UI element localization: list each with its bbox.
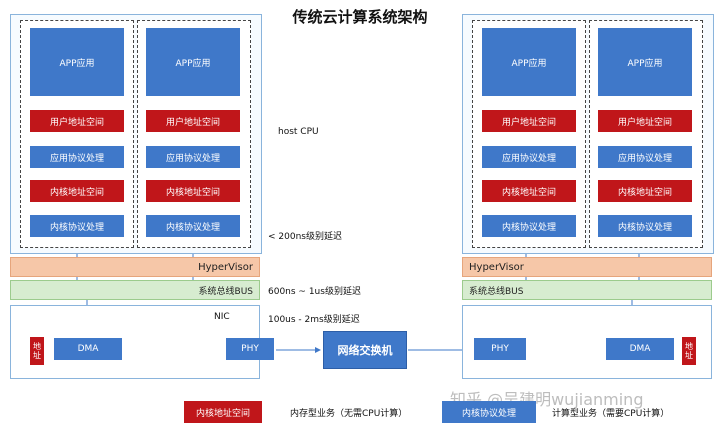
right-vm2-app-protocol: 应用协议处理: [598, 146, 692, 168]
right-vm2-app: APP应用: [598, 28, 692, 96]
right-dma-block: DMA: [606, 338, 674, 360]
left-vm1-user-space: 用户地址空间: [30, 110, 124, 132]
right-bus-label: 系统总线BUS: [469, 286, 524, 297]
legend-red-block: 内核地址空间: [184, 401, 262, 423]
left-vm2-app-protocol: 应用协议处理: [146, 146, 240, 168]
network-switch: 网络交换机: [323, 331, 407, 369]
right-vm1-kernel-protocol: 内核协议处理: [482, 215, 576, 237]
right-vm1-app: APP应用: [482, 28, 576, 96]
note-bus-latency: 600ns ~ 1us级别延迟: [268, 287, 361, 297]
note-lt-200ns: < 200ns级别延迟: [268, 232, 342, 242]
left-address-badge: 地址: [30, 337, 44, 365]
left-vm2-kernel-space: 内核地址空间: [146, 180, 240, 202]
right-vm1-user-space: 用户地址空间: [482, 110, 576, 132]
left-nic-frame: [10, 305, 260, 379]
legend-blue-desc: 计算型业务（需要CPU计算）: [552, 409, 670, 419]
left-vm1-kernel-space: 内核地址空间: [30, 180, 124, 202]
right-vm1-app-protocol: 应用协议处理: [482, 146, 576, 168]
left-bus-bar: 系统总线BUS: [10, 280, 260, 300]
note-nic: NIC: [214, 312, 230, 322]
left-vm1-app: APP应用: [30, 28, 124, 96]
right-vm1-kernel-space: 内核地址空间: [482, 180, 576, 202]
left-vm2-user-space: 用户地址空间: [146, 110, 240, 132]
right-vm2-user-space: 用户地址空间: [598, 110, 692, 132]
right-hypervisor-bar: HyperVisor: [462, 257, 712, 277]
left-vm2-kernel-protocol: 内核协议处理: [146, 215, 240, 237]
legend-red-desc: 内存型业务（无需CPU计算）: [290, 409, 408, 419]
diagram-title: 传统云计算系统架构: [292, 8, 428, 26]
right-bus-bar: 系统总线BUS: [462, 280, 712, 300]
right-address-badge: 地址: [682, 337, 696, 365]
note-nic-latency: 100us - 2ms级别延迟: [268, 315, 360, 325]
left-vm1-app-protocol: 应用协议处理: [30, 146, 124, 168]
left-hypervisor-bar: HyperVisor: [10, 257, 260, 277]
left-vm1-kernel-protocol: 内核协议处理: [30, 215, 124, 237]
right-vm2-kernel-protocol: 内核协议处理: [598, 215, 692, 237]
right-vm2-kernel-space: 内核地址空间: [598, 180, 692, 202]
left-bus-label: 系统总线BUS: [198, 286, 253, 297]
note-host-cpu: host CPU: [278, 127, 319, 137]
right-phy-block: PHY: [474, 338, 526, 360]
left-hypervisor-label: HyperVisor: [198, 261, 253, 273]
left-dma-block: DMA: [54, 338, 122, 360]
legend-blue-block: 内核协议处理: [442, 401, 536, 423]
left-phy-block: PHY: [226, 338, 274, 360]
right-hypervisor-label: HyperVisor: [469, 261, 524, 273]
left-vm2-app: APP应用: [146, 28, 240, 96]
